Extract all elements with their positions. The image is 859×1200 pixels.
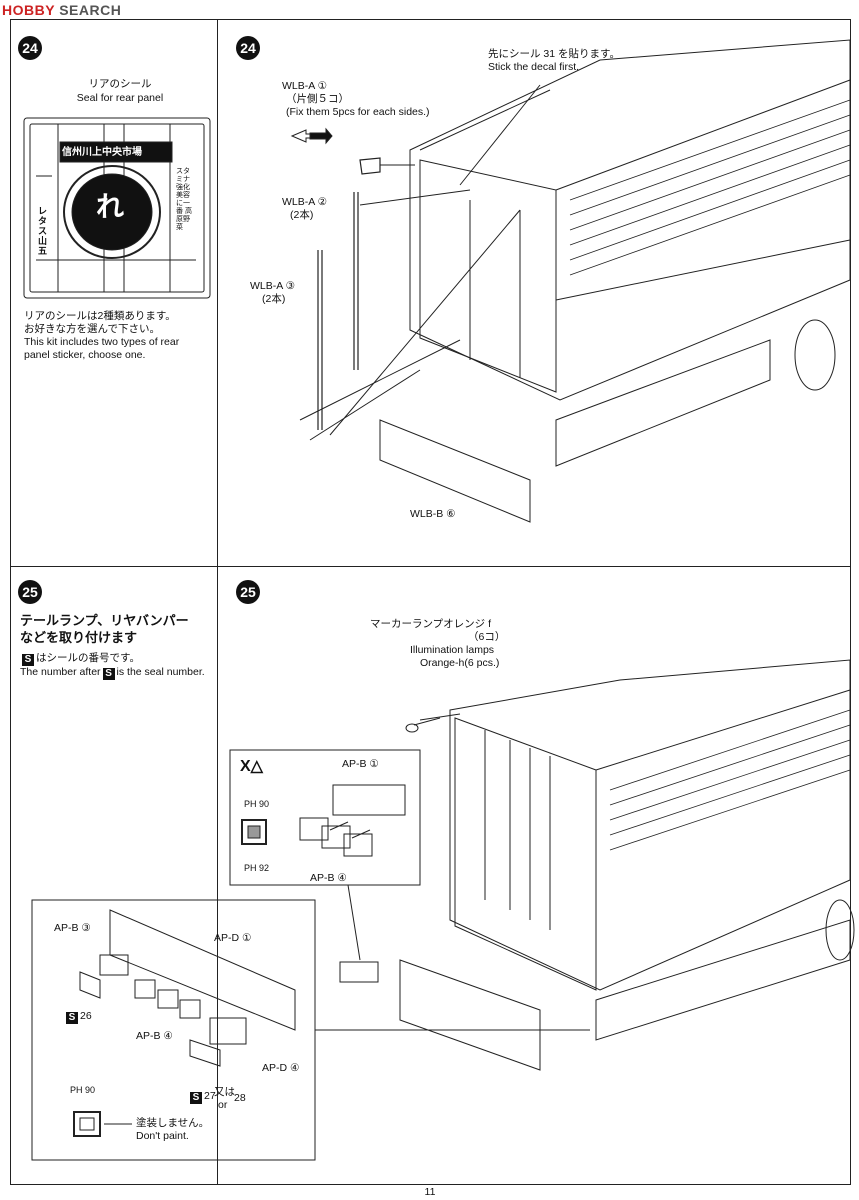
marker-lamp-label-en-2: Orange-h(6 pcs.) <box>420 657 500 669</box>
or-en: or <box>218 1099 228 1111</box>
rear-seal-note-jp-1: リアのシールは2種類あります。 <box>24 310 176 322</box>
paint-ph90-lower: PH 90 <box>70 1085 96 1095</box>
rear-seal-note-en-2: panel sticker, choose one. <box>24 349 146 361</box>
paint-ph90: PH 90 <box>244 799 270 809</box>
seal-s-badge-inline: S <box>102 668 115 680</box>
label-apb4-low: AP-B ④ <box>136 1030 173 1042</box>
rear-seal-title-en: Seal for rear panel <box>76 92 164 104</box>
seal-s-badge: S <box>22 654 34 666</box>
wlb-rods <box>317 157 381 430</box>
step25-heading-jp-1: テールランプ、リヤバンパー <box>20 613 189 628</box>
rear-seal-title-jp: リアのシール <box>88 78 152 90</box>
section-divider <box>10 566 851 567</box>
label-apb3: AP-B ③ <box>54 922 91 934</box>
rear-panel-decal-drawing <box>23 117 211 299</box>
paint-ph92: PH 92 <box>244 863 270 873</box>
step25-heading-jp-2: などを取り付けます <box>20 630 138 645</box>
label-wlba1-qty-en: (Fix them 5pcs for each sides.) <box>286 106 430 118</box>
no-paint-jp: 塗装しません。 <box>136 1117 210 1129</box>
or-jp: 又は <box>214 1086 235 1098</box>
rear-seal-note-en-1: This kit includes two types of rear <box>24 336 180 348</box>
page-number: 11 <box>424 1186 436 1198</box>
truck-rear-body-24 <box>299 39 851 523</box>
decal-center-glyph: れ <box>96 191 125 222</box>
label-wlba2: WLB-A ② <box>282 196 328 208</box>
rear-seal-note-jp-2: お好きな方を選んで下さい。 <box>24 323 160 335</box>
label-wlba1-qty-jp: （片側５コ） <box>286 93 349 105</box>
label-wlba3: WLB-A ③ <box>250 280 296 292</box>
step-number-25-right: 25 <box>236 580 260 604</box>
column-divider <box>217 19 218 1185</box>
label-wlba1: WLB-A ① <box>282 80 328 92</box>
arrow-indicators-24 <box>290 84 541 436</box>
tail-lamp-inset <box>229 749 421 961</box>
truck-rear-body-25 <box>399 659 855 1071</box>
label-apb1: AP-B ① <box>342 758 379 770</box>
decal-banner-text: 信州川上中央市場 <box>62 147 142 158</box>
decal-right-text: スタミナ強化 美容に一番 高原野菜 <box>176 168 192 231</box>
seal-28-ref: 28 <box>234 1092 246 1104</box>
decal-note-en: Stick the decal first. <box>488 61 580 73</box>
marker-lamp-qty: （6コ） <box>468 631 506 643</box>
label-apb4-top: AP-B ④ <box>310 872 347 884</box>
no-paint-en: Don't paint. <box>136 1130 189 1142</box>
label-apd1: AP-D ① <box>214 932 252 944</box>
decal-note-jp: 先にシール 31 を貼ります。 <box>488 48 620 60</box>
hobby-search-logo: HOBBY SEARCH <box>2 2 122 18</box>
label-wlba3-qty: (2本) <box>262 293 286 305</box>
step-number-25-left: 25 <box>18 580 42 604</box>
step-number-24-right: 24 <box>236 36 260 60</box>
no-paint-x-icon: X△ <box>240 758 263 775</box>
decal-left-text: レタス山五 <box>38 206 48 256</box>
step-number-24-left: 24 <box>18 36 42 60</box>
label-apd4: AP-D ④ <box>262 1062 300 1074</box>
label-wlbb6: WLB-B ⑥ <box>410 508 456 520</box>
page-frame <box>10 19 851 1185</box>
bumper-parts-inset <box>31 899 590 1161</box>
label-wlba2-qty: (2本) <box>290 209 314 221</box>
marker-lamp-label-jp: マーカーランプオレンジ f <box>370 618 492 630</box>
marker-lamp-label-en-1: Illumination lamps <box>410 644 495 656</box>
